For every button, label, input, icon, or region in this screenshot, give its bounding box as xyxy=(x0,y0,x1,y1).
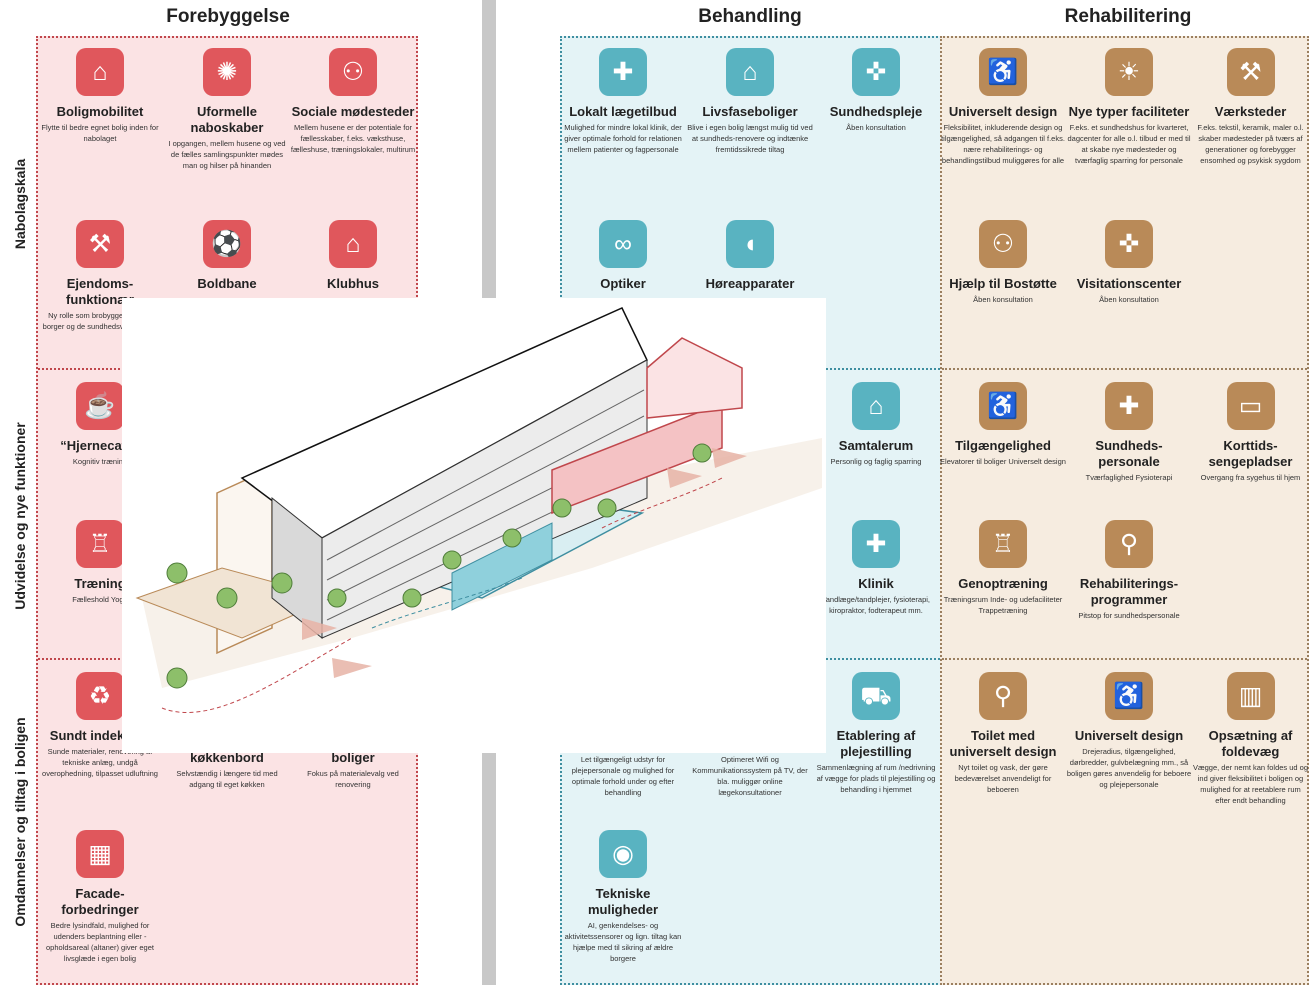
column-title-forebyggelse: Forebyggelse xyxy=(166,6,290,27)
row-label-nabolagskala: Nabolagskala xyxy=(12,158,28,250)
item-uformelle-naboskaber: ✺ Uformelle naboskaber I opgangen, melle… xyxy=(164,48,290,171)
folding-wall-icon: ▥ xyxy=(1226,672,1275,720)
item-tekniske-muligheder: ◉ Tekniske muligheder AI, genkendelses- … xyxy=(560,830,686,964)
column-title-behandling: Behandling xyxy=(698,6,802,27)
item-etablering-plejestilling: ⛟ Etablering af plejestilling Sammenlægn… xyxy=(813,672,939,795)
janitor-icon: ⚒ xyxy=(76,220,124,268)
row-label-omdannelser: Omdannelser og tiltag i boligen xyxy=(12,717,28,927)
bed-short-icon: ▭ xyxy=(1226,382,1275,430)
item-livsfaseboliger: ⌂ Livsfaseboliger Blive i egen bolig læn… xyxy=(687,48,813,155)
item-klubhus: ⌂ Klubhus xyxy=(290,220,416,292)
item-sundhedspleje: ✜ Sundhedspleje Åben konsultation xyxy=(813,48,939,133)
elevator-icon: ♿ xyxy=(979,382,1027,430)
house-move-icon: ⌂ xyxy=(76,48,124,96)
item-hjernecafe: ☕ “Hjernecafé” Kognitiv træning xyxy=(37,382,163,467)
item-universelt-design-bolig: ♿ Universelt design Drejeradius, tilgæng… xyxy=(1066,672,1192,790)
dashed-path xyxy=(601,477,723,529)
item-nye-typer-faciliteter: ☀ Nye typer faciliteter F.eks. et sundhe… xyxy=(1066,48,1192,166)
house-circle-icon: ⌂ xyxy=(726,48,774,96)
item-plejeudstyr: Let tilgængeligt udstyr for plejepersona… xyxy=(571,755,675,797)
item-boldbane: ⚽ Boldbane xyxy=(164,220,290,292)
item-ejendomsfunktionaer: ⚒ Ejendoms-funktionær Ny rolle som broby… xyxy=(37,220,163,332)
column-title-rehabilitering: Rehabilitering xyxy=(1064,6,1192,27)
item-hoereapparater: ◖ Høreapparater xyxy=(687,220,813,292)
item-sociale-moedesteder: ⚇ Sociale mødesteder Mellem husene er de… xyxy=(290,48,416,155)
tools-icon: ⚒ xyxy=(1226,48,1275,96)
staff-icon: ✚ xyxy=(1105,382,1153,430)
wheelchair-icon: ♿ xyxy=(979,48,1027,96)
house-burst-icon: ✺ xyxy=(203,48,251,96)
item-wifi: Optimeret Wifi og Kommunikationssystem p… xyxy=(692,755,808,797)
item-sundhedspersonale: ✚ Sundheds-personale Tværfaglighed Fysio… xyxy=(1066,382,1192,483)
item-traening: ♖ Træning Fælleshold Yoga xyxy=(37,520,163,605)
item-koekkenbord: køkkenbord Selvstændig i længere tid med… xyxy=(176,750,278,789)
isometric-building-svg xyxy=(135,307,822,713)
row-separator xyxy=(942,658,1307,660)
training-icon: ♖ xyxy=(979,520,1027,568)
dashed-path xyxy=(371,577,523,629)
item-rehabiliteringsprogrammer: ⚲ Rehabiliterings-programmer Pitstop for… xyxy=(1066,520,1192,621)
lightbulb-icon: ☀ xyxy=(1105,48,1153,96)
facade-icon: ▦ xyxy=(76,830,124,878)
item-genoptraening: ♖ Genoptræning Træningsrum Inde- og udef… xyxy=(940,520,1066,616)
building-end xyxy=(271,496,323,640)
item-samtalerum: ⌂ Samtalerum Personlig og faglig sparrin… xyxy=(813,382,939,467)
weightlifter-icon: ♖ xyxy=(76,520,124,568)
cafe-table-icon: ☕ xyxy=(76,382,124,430)
visitation-icon: ✜ xyxy=(1105,220,1153,268)
item-lokalt-laegetilbud: ✚ Lokalt lægetilbud Mulighed for mindre … xyxy=(560,48,686,155)
ear-icon: ◖ xyxy=(726,220,774,268)
helping-icon: ⚇ xyxy=(979,220,1027,268)
item-universelt-design: ♿ Universelt design Fleksibilitet, inklu… xyxy=(940,48,1066,166)
red-greenhouse xyxy=(646,337,743,419)
row-label-udvidelse: Udvidelse og nye funktioner xyxy=(12,422,28,610)
item-korttids-sengepladser: ▭ Korttids-sengepladser Overgang fra syg… xyxy=(1192,382,1309,483)
nurse-baby-icon: ✜ xyxy=(852,48,900,96)
red-extension xyxy=(551,401,723,515)
clubhouse-icon: ⌂ xyxy=(329,220,377,268)
program-icon: ⚲ xyxy=(1105,520,1153,568)
conversation-icon: ⌂ xyxy=(852,382,900,430)
trees xyxy=(166,443,712,689)
goal-icon: ⚽ xyxy=(203,220,251,268)
flow-arrows xyxy=(302,448,747,678)
building-illustration xyxy=(122,298,826,753)
item-facadeforbedringer: ▦ Facade-forbedringer Bedre lysindfald, … xyxy=(37,830,163,964)
item-foldevaeg: ▥ Opsætning af foldevæg Vægge, der nemt … xyxy=(1192,672,1309,806)
item-tilgaengelighed: ♿ Tilgængelighed Elevatorer til boliger … xyxy=(940,382,1066,467)
item-boliger: boliger Fokus på materialevalg ved renov… xyxy=(307,750,399,789)
toilet-icon: ⚲ xyxy=(979,672,1027,720)
people-meeting-icon: ⚇ xyxy=(329,48,377,96)
dashed-path xyxy=(161,637,353,713)
item-optiker: ∞ Optiker xyxy=(560,220,686,292)
panel-rehabilitering xyxy=(940,36,1309,985)
item-toilet-universelt: ⚲ Toilet med universelt design Nyt toile… xyxy=(940,672,1066,795)
item-klinik: ✚ Klinik Tandlæge/tandplejer, fysioterap… xyxy=(813,520,939,616)
item-boligmobilitet: ⌂ Boligmobilitet Flytte til bedre egnet … xyxy=(37,48,163,144)
item-visitationscenter: ✜ Visitationscenter Åben konsultation xyxy=(1066,220,1192,305)
row-separator xyxy=(942,368,1307,370)
bed-icon: ⛟ xyxy=(852,672,900,720)
signal-icon: ◉ xyxy=(599,830,647,878)
house-cycle-icon: ♻ xyxy=(76,672,124,720)
cross-icon: ✚ xyxy=(599,48,647,96)
wheelchair-person-icon: ♿ xyxy=(1105,672,1153,720)
tooth-icon: ✚ xyxy=(852,520,900,568)
glasses-icon: ∞ xyxy=(599,220,647,268)
item-vaerksteder: ⚒ Værksteder F.eks. tekstil, keramik, ma… xyxy=(1192,48,1309,166)
item-hjaelp-bostoette: ⚇ Hjælp til Bostøtte Åben konsultation xyxy=(940,220,1066,305)
